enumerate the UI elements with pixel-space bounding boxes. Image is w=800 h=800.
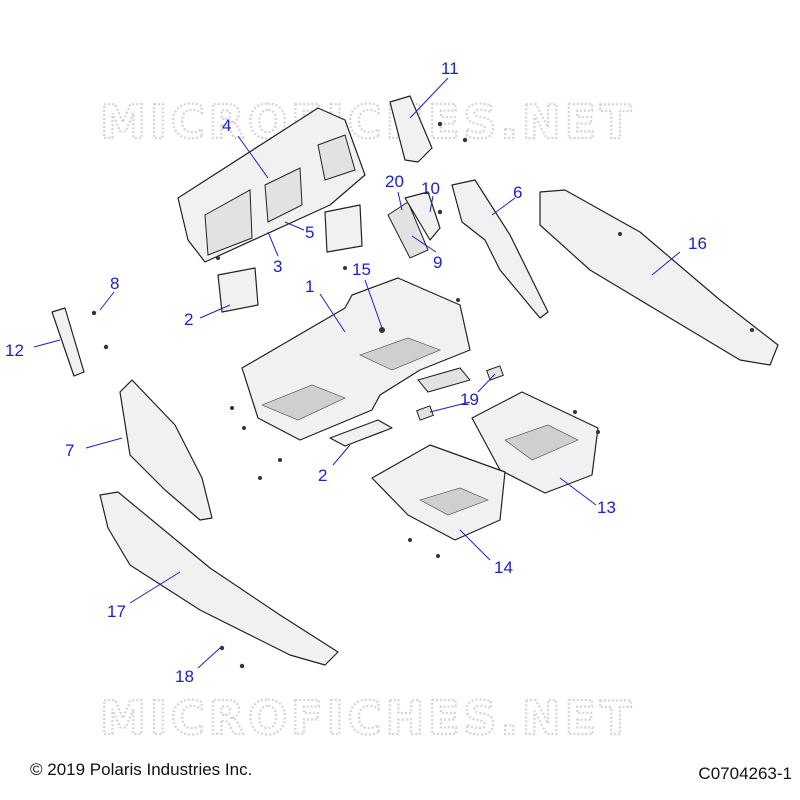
copyright-text: © 2019 Polaris Industries Inc. [30,760,253,779]
watermark-top: MICROFICHES.NET [100,95,635,149]
callout-12: 12 [5,341,24,360]
callout-7: 7 [65,441,74,460]
callout-8: 8 [110,274,119,293]
callout-17: 17 [107,602,126,621]
part-19-clip-a [486,365,504,381]
callout-15: 15 [352,260,371,279]
callout-10: 10 [421,179,440,198]
callout-1: 1 [305,277,314,296]
part-14-footwell-left [371,444,506,541]
part-5-panel [324,204,363,253]
callout-4: 4 [222,116,231,135]
part-16-rocker-right [539,189,779,366]
callout-14: 14 [494,558,513,577]
part-4-dash-panel [177,107,366,263]
part-19-clip-b [416,405,434,421]
callout-6: 6 [513,183,522,202]
callout-13: 13 [597,498,616,517]
callout-3: 3 [273,257,282,276]
part-7-side-panel [119,379,213,521]
diagram-code: C0704263-1 [698,764,792,783]
part-17-rocker-left [99,491,339,666]
watermark-bottom: MICROFICHES.NET [100,691,635,745]
hardware-fasteners [91,121,754,669]
leader-lines [33,77,681,669]
part-1-floor-pan [241,277,471,441]
callout-11: 11 [441,59,459,78]
callout-9: 9 [433,253,442,272]
callout-19: 19 [460,390,479,409]
part-6-side-panel [451,179,549,319]
part-2-panel-lower [329,419,393,447]
callout-2-lower: 2 [318,466,327,485]
part-11-bracket [389,95,433,163]
part-13-footwell-right [471,391,599,494]
callout-5: 5 [305,223,314,242]
part-12-bracket [51,307,85,377]
callout-20: 20 [385,172,404,191]
callout-18: 18 [175,667,194,686]
part-15-fastener [379,327,385,333]
part-2-panel-upper [217,267,259,313]
callout-2-upper: 2 [184,310,193,329]
callout-labels: 4 1 2 2 3 5 6 7 8 9 10 11 12 13 14 15 16… [5,59,707,686]
callout-16: 16 [688,234,707,253]
